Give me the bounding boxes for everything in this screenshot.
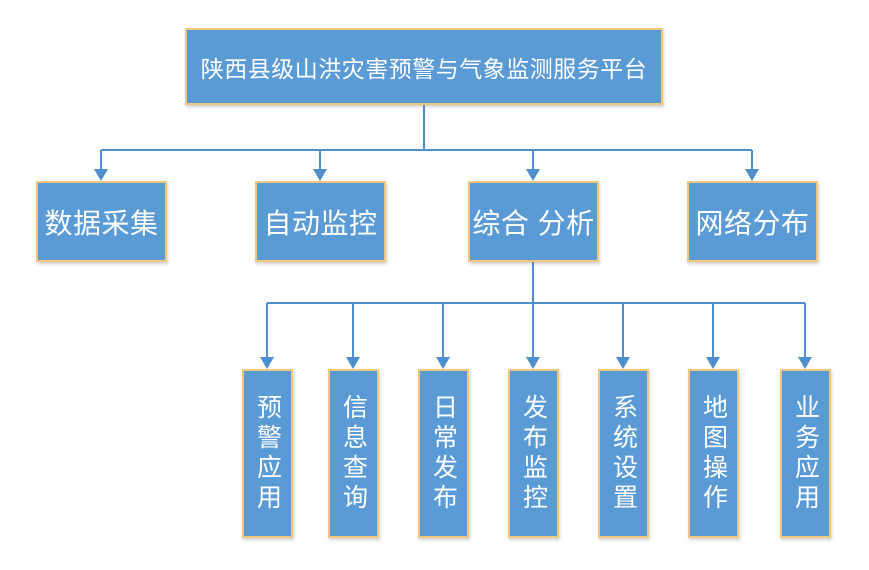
node-info-query: 信息查询 [328, 369, 379, 538]
node-business-application: 业务应用 [780, 369, 831, 538]
node-map-operation: 地图操作 [688, 369, 739, 538]
node-warning-application: 预警应用 [242, 369, 293, 538]
node-release-monitoring: 发布监控 [508, 369, 559, 538]
node-platform-title: 陕西县级山洪灾害预警与气象监测服务平台 [185, 28, 663, 105]
node-network-distribution: 网络分布 [687, 181, 818, 262]
node-system-settings: 系统设置 [598, 369, 649, 538]
node-daily-release: 日常发布 [418, 369, 469, 538]
node-data-collection: 数据采集 [36, 181, 167, 262]
node-auto-monitoring: 自动监控 [255, 181, 386, 262]
node-comprehensive-analysis: 综合 分析 [468, 181, 599, 262]
